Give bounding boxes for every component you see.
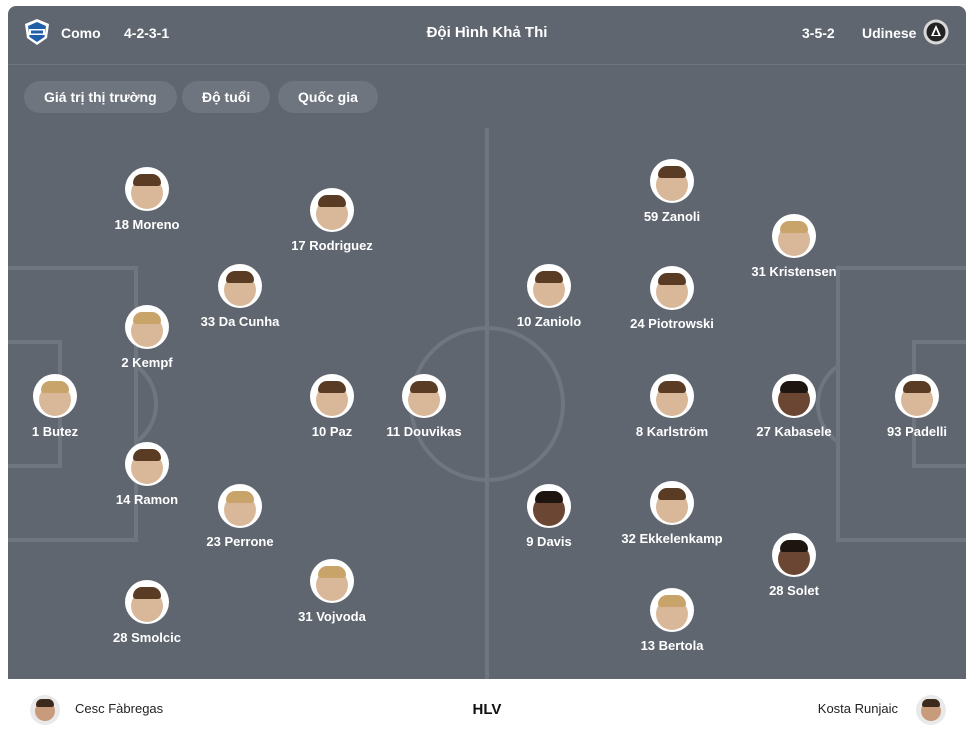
filter-nationality-button[interactable]: Quốc gia bbox=[278, 81, 378, 113]
player-photo bbox=[125, 167, 169, 211]
player-name: 93 Padelli bbox=[887, 424, 947, 439]
player-name: 31 Vojvoda bbox=[298, 609, 366, 624]
player-name: 28 Solet bbox=[769, 583, 819, 598]
player-home-def-3[interactable]: 14 Ramon bbox=[72, 442, 222, 508]
player-home-mid-1[interactable]: 33 Da Cunha bbox=[165, 264, 315, 330]
player-photo bbox=[527, 484, 571, 528]
away-formation: 3-5-2 bbox=[802, 25, 835, 41]
player-name: 9 Davis bbox=[526, 534, 572, 549]
away-coach-avatar[interactable] bbox=[916, 695, 946, 725]
player-home-am-1[interactable]: 17 Rodriguez bbox=[257, 188, 407, 254]
coach-bar: Cesc Fàbregas HLV Kosta Runjaic bbox=[8, 679, 966, 740]
player-home-fw[interactable]: 11 Douvikas bbox=[349, 374, 499, 440]
player-away-fw-1[interactable]: 10 Zaniolo bbox=[474, 264, 624, 330]
home-team-name[interactable]: Como bbox=[61, 25, 101, 41]
player-home-am-2[interactable]: 10 Paz bbox=[257, 374, 407, 440]
player-photo bbox=[218, 264, 262, 308]
player-photo bbox=[310, 188, 354, 232]
player-photo bbox=[218, 484, 262, 528]
away-coach-name[interactable]: Kosta Runjaic bbox=[817, 701, 898, 716]
player-home-gk[interactable]: 1 Butez bbox=[8, 374, 130, 440]
player-name: 11 Douvikas bbox=[386, 424, 462, 439]
player-name: 59 Zanoli bbox=[643, 209, 701, 224]
player-home-def-4[interactable]: 28 Smolcic bbox=[72, 580, 222, 646]
player-name: 13 Bertola bbox=[640, 638, 704, 653]
player-photo bbox=[650, 159, 694, 203]
como-logo-icon[interactable] bbox=[24, 18, 50, 46]
player-photo bbox=[772, 214, 816, 258]
player-away-mid-2[interactable]: 24 Piotrowski bbox=[597, 266, 747, 332]
player-name: 31 Kristensen bbox=[751, 264, 837, 279]
player-name: 2 Kempf bbox=[121, 355, 173, 370]
player-photo bbox=[125, 305, 169, 349]
player-home-def-2[interactable]: 2 Kempf bbox=[72, 305, 222, 371]
player-away-mid-5[interactable]: 13 Bertola bbox=[597, 588, 747, 654]
player-away-fw-2[interactable]: 9 Davis bbox=[474, 484, 624, 550]
player-photo bbox=[310, 559, 354, 603]
player-home-mid-2[interactable]: 23 Perrone bbox=[165, 484, 315, 550]
player-away-gk[interactable]: 93 Padelli bbox=[842, 374, 966, 440]
filter-bar: Giá trị thị trường Độ tuổi Quốc gia bbox=[8, 65, 966, 128]
player-name: 8 Karlström bbox=[635, 424, 709, 439]
lineup-header: Como 4-2-3-1 Đội Hình Khả Thi 3-5-2 Udin… bbox=[8, 6, 966, 65]
player-name: 23 Perrone bbox=[206, 534, 274, 549]
pitch: 1 Butez 18 Moreno 2 Kempf 14 Ramon 28 Sm… bbox=[8, 128, 966, 679]
player-photo bbox=[310, 374, 354, 418]
player-photo bbox=[125, 580, 169, 624]
player-name: 28 Smolcic bbox=[113, 630, 181, 645]
player-photo bbox=[650, 374, 694, 418]
player-name: 32 Ekkelenkamp bbox=[621, 531, 723, 546]
lineup-panel: Como 4-2-3-1 Đội Hình Khả Thi 3-5-2 Udin… bbox=[8, 6, 966, 679]
home-coach-name[interactable]: Cesc Fàbregas bbox=[75, 701, 164, 716]
player-photo bbox=[527, 264, 571, 308]
home-formation: 4-2-3-1 bbox=[124, 25, 170, 41]
player-away-def-1[interactable]: 31 Kristensen bbox=[719, 214, 869, 280]
player-photo bbox=[402, 374, 446, 418]
filter-market-value-button[interactable]: Giá trị thị trường bbox=[24, 81, 177, 113]
player-away-mid-1[interactable]: 59 Zanoli bbox=[597, 159, 747, 225]
player-name: 17 Rodriguez bbox=[291, 238, 373, 253]
player-name: 33 Da Cunha bbox=[200, 314, 280, 329]
home-coach-avatar[interactable] bbox=[30, 695, 60, 725]
player-photo bbox=[895, 374, 939, 418]
coach-label: HLV bbox=[472, 701, 502, 718]
player-name: 10 Zaniolo bbox=[516, 314, 582, 329]
player-photo bbox=[772, 374, 816, 418]
away-team-name[interactable]: Udinese bbox=[862, 25, 917, 41]
player-name: 18 Moreno bbox=[114, 217, 180, 232]
player-photo bbox=[650, 481, 694, 525]
player-name: 24 Piotrowski bbox=[630, 316, 714, 331]
player-away-def-2[interactable]: 27 Kabasele bbox=[719, 374, 869, 440]
player-photo bbox=[33, 374, 77, 418]
player-photo bbox=[772, 533, 816, 577]
player-name: 27 Kabasele bbox=[756, 424, 832, 439]
player-photo bbox=[650, 588, 694, 632]
player-away-def-3[interactable]: 28 Solet bbox=[719, 533, 869, 599]
player-name: 1 Butez bbox=[31, 424, 79, 439]
player-name: 10 Paz bbox=[311, 424, 353, 439]
player-photo bbox=[650, 266, 694, 310]
filter-age-button[interactable]: Độ tuổi bbox=[182, 81, 271, 113]
player-photo bbox=[125, 442, 169, 486]
player-home-am-3[interactable]: 31 Vojvoda bbox=[257, 559, 407, 625]
player-home-def-1[interactable]: 18 Moreno bbox=[72, 167, 222, 233]
player-away-mid-4[interactable]: 32 Ekkelenkamp bbox=[597, 481, 747, 547]
player-away-mid-3[interactable]: 8 Karlström bbox=[597, 374, 747, 440]
udinese-logo-icon[interactable] bbox=[923, 19, 949, 45]
player-name: 14 Ramon bbox=[115, 492, 179, 507]
lineup-title: Đội Hình Khả Thi bbox=[426, 24, 548, 41]
